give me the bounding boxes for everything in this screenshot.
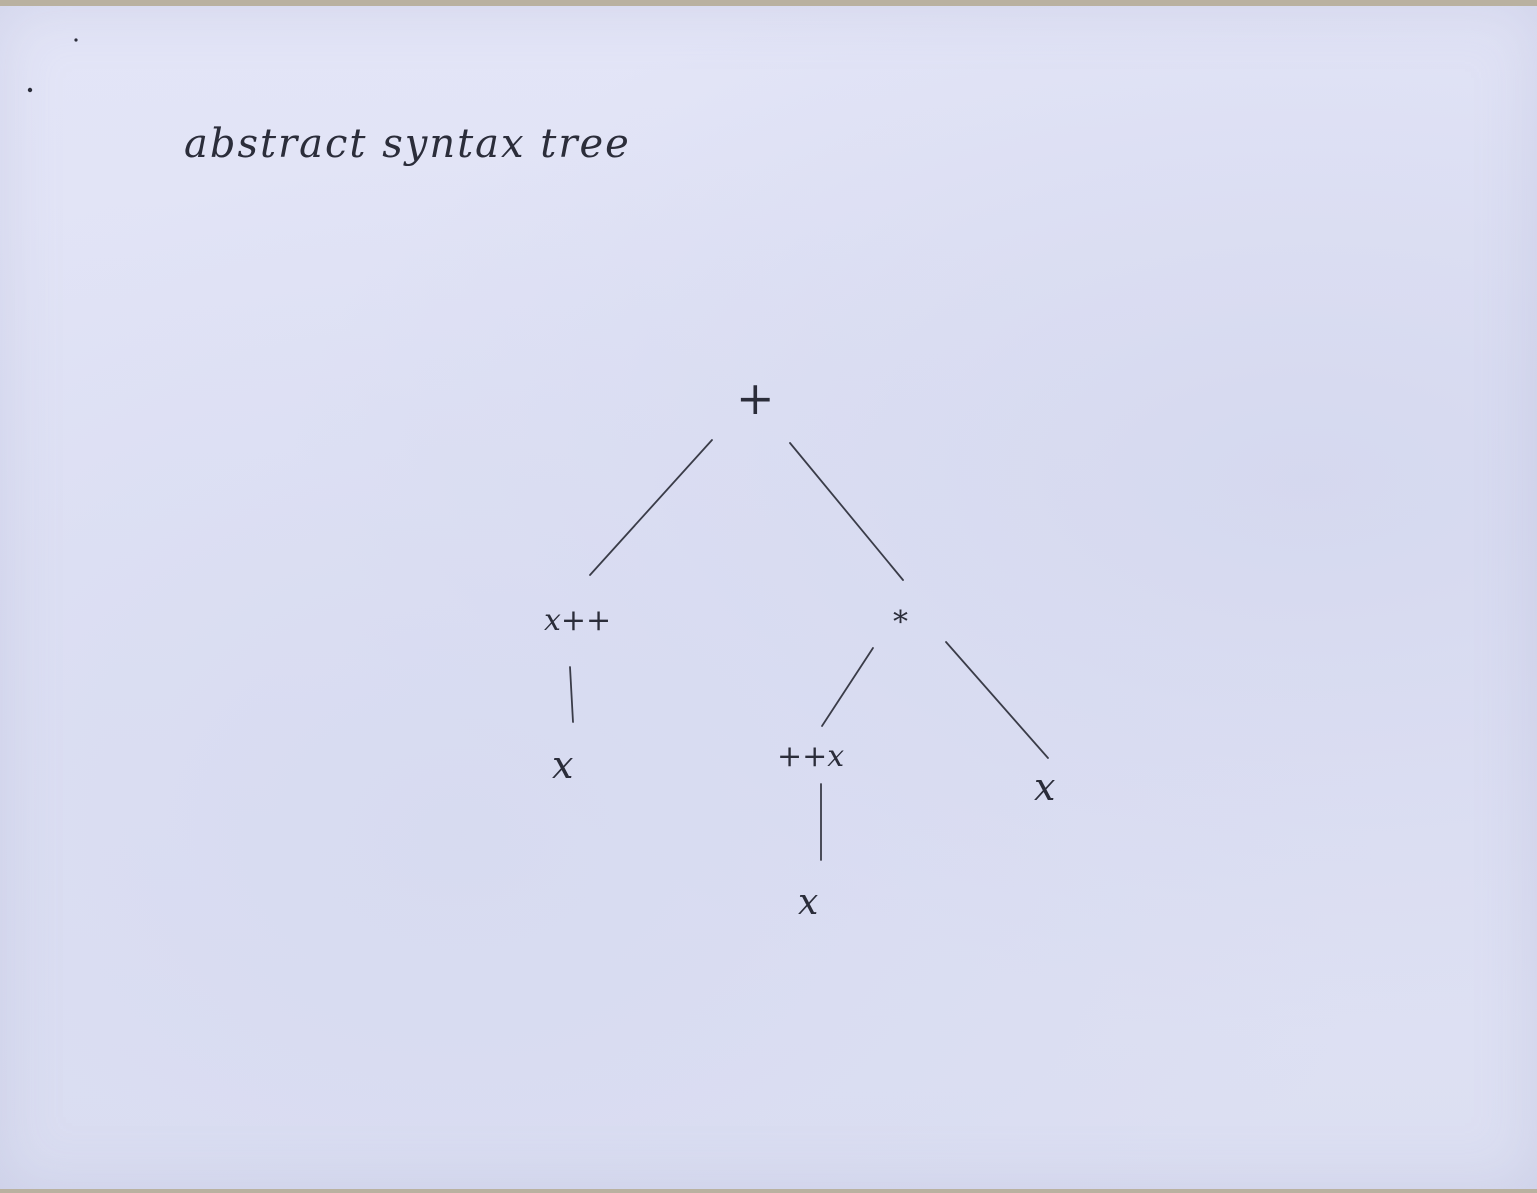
edge-root-right — [789, 442, 904, 581]
node-left-child: x — [552, 743, 573, 787]
edge-right-left — [821, 647, 874, 727]
edge-right-right — [945, 641, 1049, 759]
edge-root-left — [589, 439, 713, 576]
node-right-left-child: x — [798, 882, 818, 923]
node-right-right: x — [1034, 765, 1055, 809]
paper-sheet — [0, 6, 1537, 1189]
node-root: + — [736, 371, 775, 425]
stray-dot — [27, 87, 33, 93]
stray-dot — [74, 38, 78, 42]
diagram-title: abstract syntax tree — [184, 121, 631, 167]
node-right-left: ++x — [777, 739, 844, 774]
node-left: x++ — [544, 603, 611, 638]
node-right: * — [893, 605, 908, 640]
edge-left-child — [569, 666, 574, 723]
